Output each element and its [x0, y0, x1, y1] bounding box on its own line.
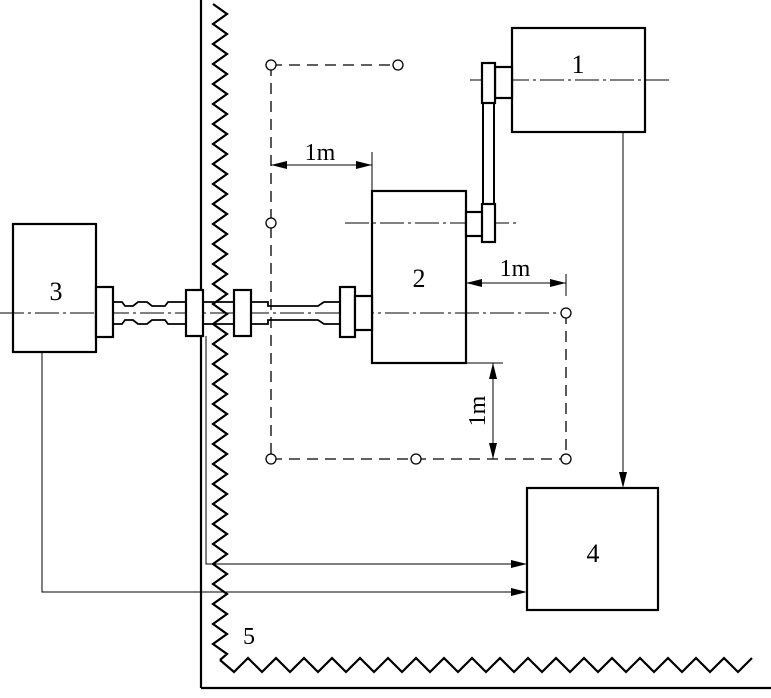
arrowhead [489, 363, 497, 379]
drive-shaft [0, 285, 560, 339]
shaft-to-unit-2-lower [278, 319, 340, 325]
sleeve-upper-step [251, 301, 278, 307]
arrowhead [271, 161, 287, 169]
dimension-label-vertical: 1m [465, 395, 491, 426]
arrowhead [511, 560, 527, 568]
measure-point [410, 453, 422, 465]
wall-sleeve-flange-right [232, 288, 253, 338]
sleeve-lower-step [251, 319, 278, 325]
dimension-top: 1m [271, 140, 373, 191]
arrowhead [356, 161, 372, 169]
wall-zigzag-hatching [211, 3, 229, 661]
unit-2-pulley [480, 202, 497, 244]
dimension-right: 1m [466, 256, 567, 296]
measure-point [392, 59, 404, 71]
unit-3-shaft-flange [94, 285, 115, 339]
unit-1-label: 1 [572, 50, 585, 79]
dimension-label-right: 1m [500, 256, 531, 282]
measure-point [265, 217, 277, 229]
measure-point [560, 307, 572, 319]
shaft-to-unit-2-upper [278, 301, 340, 307]
unit-2-coupling [464, 210, 485, 238]
measure-point [265, 59, 277, 71]
floor-zigzag-hatching [219, 656, 753, 674]
unit-2-shaft-flange [338, 285, 357, 339]
arrowhead [466, 279, 482, 287]
wall-sleeve-flange-left [184, 288, 205, 338]
arrowhead [511, 588, 527, 596]
unit-4-label: 4 [587, 539, 600, 568]
measure-point [560, 453, 572, 465]
unit-2-label: 2 [413, 264, 426, 293]
arrowhead [619, 472, 627, 488]
unit-3-box [11, 222, 98, 354]
unit-2-box [370, 189, 468, 365]
unit-4-box [525, 486, 660, 612]
wall-5 [199, 0, 771, 690]
dimension-label-top: 1m [305, 140, 336, 166]
measurement-envelope [265, 59, 572, 465]
shaft-upper-edge [113, 301, 186, 307]
signal-lines [41, 132, 627, 596]
wall-5-label: 5 [243, 624, 255, 650]
unit-1-pulley [480, 61, 497, 105]
unit-2: 2 [345, 189, 520, 365]
unit-4: 4 [525, 486, 660, 612]
dimension-vertical: 1m [465, 362, 503, 459]
signal-line-wall-to-4 [205, 336, 517, 565]
unit-3: 3 [11, 222, 98, 354]
unit-2-shaft-hub [353, 294, 374, 332]
shaft-lower-edge [113, 319, 186, 325]
unit-1: 1 [470, 26, 672, 134]
measure-point [265, 453, 277, 465]
unit-3-label: 3 [50, 277, 63, 306]
belt-drive [482, 103, 495, 204]
arrowhead [489, 443, 497, 459]
signal-line-3-to-4 [41, 352, 517, 593]
arrowhead [550, 279, 566, 287]
unit-1-coupling [493, 65, 514, 100]
